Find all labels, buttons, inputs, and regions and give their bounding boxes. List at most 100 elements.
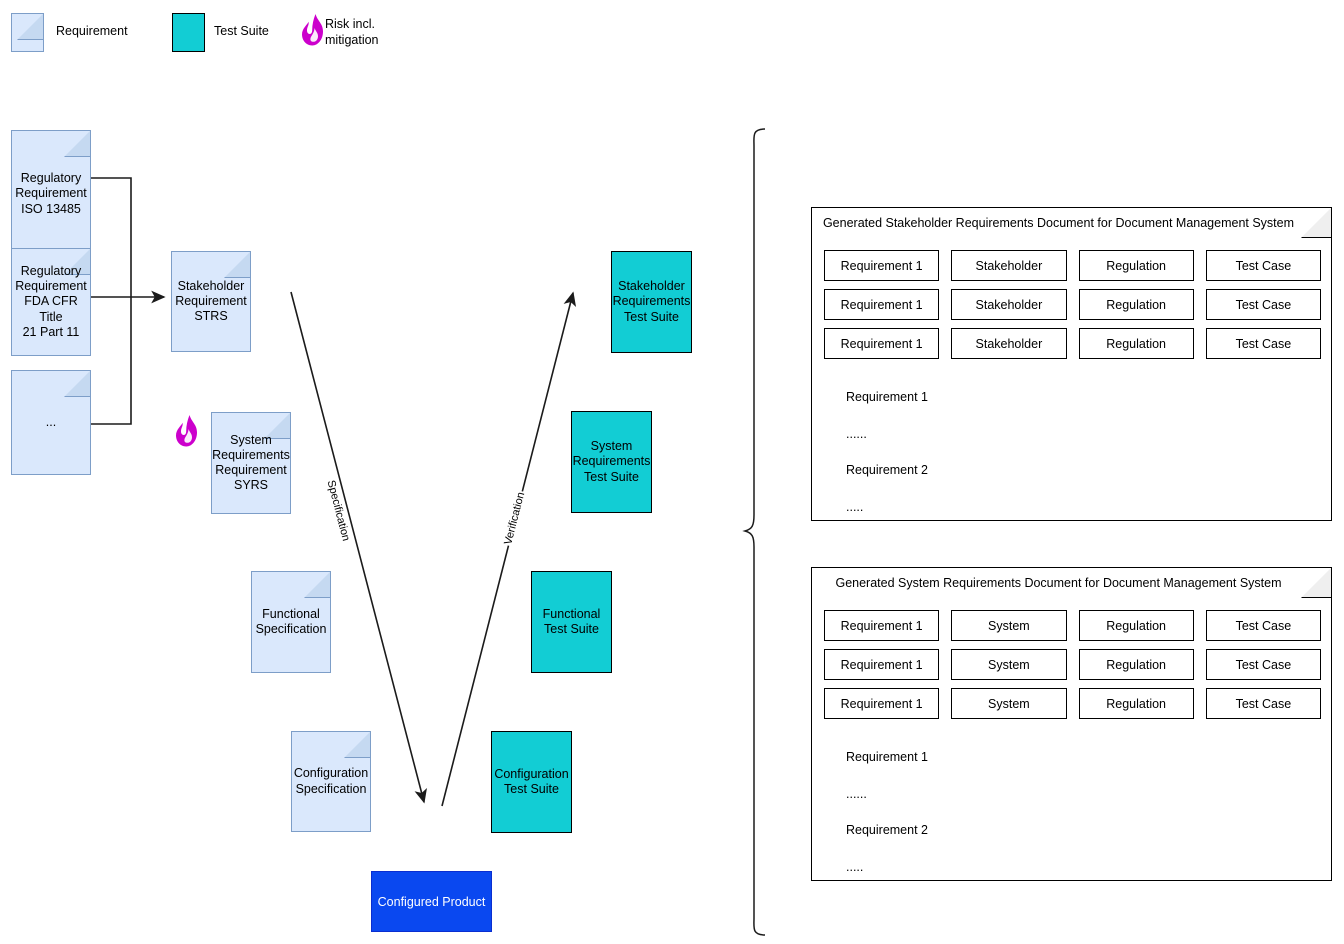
doc-line: Specification [295,781,367,796]
cell-requirement[interactable]: Requirement 1 [824,250,940,281]
legend-risk-label-line2: mitigation [325,32,379,47]
cell-requirement[interactable]: Requirement 1 [824,688,940,719]
legend-test-suite-icon [172,13,205,52]
table-row: Requirement 1 System Regulation Test Cas… [824,610,1321,641]
legend-requirement-icon [11,13,44,52]
document-system-requirements-syrs[interactable]: System Requirements Requirement SYRS [211,412,291,514]
table-row: Requirement 1 Stakeholder Regulation Tes… [824,250,1321,281]
table-row: Requirement 1 System Regulation Test Cas… [824,688,1321,719]
node-configured-product[interactable]: Configured Product [371,871,492,932]
body-line: Requirement 2 [846,823,928,837]
doc-line: Regulatory [20,171,82,186]
document-stakeholder-requirement-strs[interactable]: Stakeholder Requirement STRS [171,251,251,352]
doc-line: Configuration [293,766,369,781]
document-fold-icon [344,731,371,758]
generated-document-title: Generated System Requirements Document f… [835,576,1282,590]
legend-test-suite-label: Test Suite [214,24,269,38]
cell-source[interactable]: Stakeholder [951,250,1067,281]
cell-source[interactable]: System [951,610,1067,641]
body-line: Requirement 2 [846,463,928,477]
cell-test-case[interactable]: Test Case [1205,289,1321,320]
doc-line: Requirement [15,186,87,201]
body-line: ..... [846,859,864,874]
cell-regulation[interactable]: Regulation [1078,250,1194,281]
document-regulatory-fda-cfr[interactable]: Regulatory Requirement FDA CFR Title 21 … [11,248,91,356]
cell-source[interactable]: Stakeholder [951,328,1067,359]
doc-line: 21 Part 11 [22,324,80,339]
suite-line: Test Suite [544,622,599,636]
document-regulatory-iso13485[interactable]: Regulatory Requirement ISO 13485 [11,130,91,258]
suite-system-requirements-test-suite[interactable]: System Requirements Test Suite [571,411,652,513]
specification-arrow [290,291,427,804]
document-functional-specification[interactable]: Functional Specification [251,571,331,673]
legend-risk-label-line1: Risk incl. [325,17,376,31]
doc-line: ISO 13485 [21,201,81,216]
document-fold-icon [304,571,331,598]
generated-system-requirements-document[interactable]: Generated System Requirements Document f… [811,567,1332,881]
verification-arrow [441,291,577,807]
suite-line: System [590,439,633,454]
document-fold-icon [1301,207,1332,238]
cell-test-case[interactable]: Test Case [1205,328,1321,359]
cell-regulation[interactable]: Regulation [1078,649,1194,680]
body-line: Requirement 1 [846,750,928,764]
document-fold-icon [17,13,44,40]
cell-test-case[interactable]: Test Case [1205,649,1321,680]
suite-line: Configuration [494,766,569,781]
generated-stakeholder-requirements-document[interactable]: Generated Stakeholder Requirements Docum… [811,207,1332,521]
suite-functional-test-suite[interactable]: Functional Test Suite [531,571,612,673]
cell-source[interactable]: Stakeholder [951,289,1067,320]
document-body: Requirement 1 ...... Requirement 2 ..... [846,391,928,513]
cell-test-case[interactable]: Test Case [1205,688,1321,719]
cell-source[interactable]: System [951,649,1067,680]
configured-product-label: Configured Product [377,894,486,909]
cell-test-case[interactable]: Test Case [1205,610,1321,641]
doc-line: Functional [262,606,320,621]
cell-test-case[interactable]: Test Case [1205,250,1321,281]
doc-line: Specification [255,622,327,636]
table-row: Requirement 1 Stakeholder Regulation Tes… [824,328,1321,359]
cell-requirement[interactable]: Requirement 1 [824,289,940,320]
suite-stakeholder-requirements-test-suite[interactable]: Stakeholder Requirements Test Suite [611,251,692,353]
cell-requirement[interactable]: Requirement 1 [824,328,940,359]
cell-requirement[interactable]: Requirement 1 [824,649,940,680]
cell-requirement[interactable]: Requirement 1 [824,610,940,641]
legend-flame-icon [297,12,329,48]
doc-line: System [230,432,272,447]
requirements-table: Requirement 1 System Regulation Test Cas… [824,610,1321,719]
body-line: ...... [846,786,867,801]
document-fold-icon [224,251,251,278]
body-line: ..... [846,499,864,514]
doc-line: Requirement [15,279,87,294]
document-fold-icon [1301,567,1332,598]
suite-line: Stakeholder [618,279,685,294]
body-line: ...... [846,426,867,441]
generated-document-title: Generated Stakeholder Requirements Docum… [822,216,1295,230]
suite-line: Functional [542,606,601,621]
document-fold-icon [64,370,91,397]
suite-line: Requirements [572,454,651,469]
doc-line: Regulatory [20,263,82,278]
table-row: Requirement 1 System Regulation Test Cas… [824,649,1321,680]
risk-flame-icon [171,413,203,449]
cell-regulation[interactable]: Regulation [1078,688,1194,719]
cell-regulation[interactable]: Regulation [1078,328,1194,359]
legend-risk-label: Risk incl. mitigation [325,17,379,48]
document-regulatory-more[interactable]: ... [11,370,91,475]
suite-line: Test Suite [584,469,639,484]
doc-line: Requirements [212,447,290,462]
document-configuration-specification[interactable]: Configuration Specification [291,731,371,832]
suite-configuration-test-suite[interactable]: Configuration Test Suite [491,731,572,833]
doc-line: Stakeholder [177,278,245,293]
body-line: Requirement 1 [846,390,928,404]
doc-line: Requirement [215,463,287,477]
doc-line: FDA CFR Title [24,294,78,324]
requirements-table: Requirement 1 Stakeholder Regulation Tes… [824,250,1321,359]
regulatory-to-strs-connectors [91,177,166,425]
cell-regulation[interactable]: Regulation [1078,289,1194,320]
suite-line: Requirements [612,294,691,309]
cell-regulation[interactable]: Regulation [1078,610,1194,641]
document-fold-icon [64,130,91,157]
cell-source[interactable]: System [951,688,1067,719]
